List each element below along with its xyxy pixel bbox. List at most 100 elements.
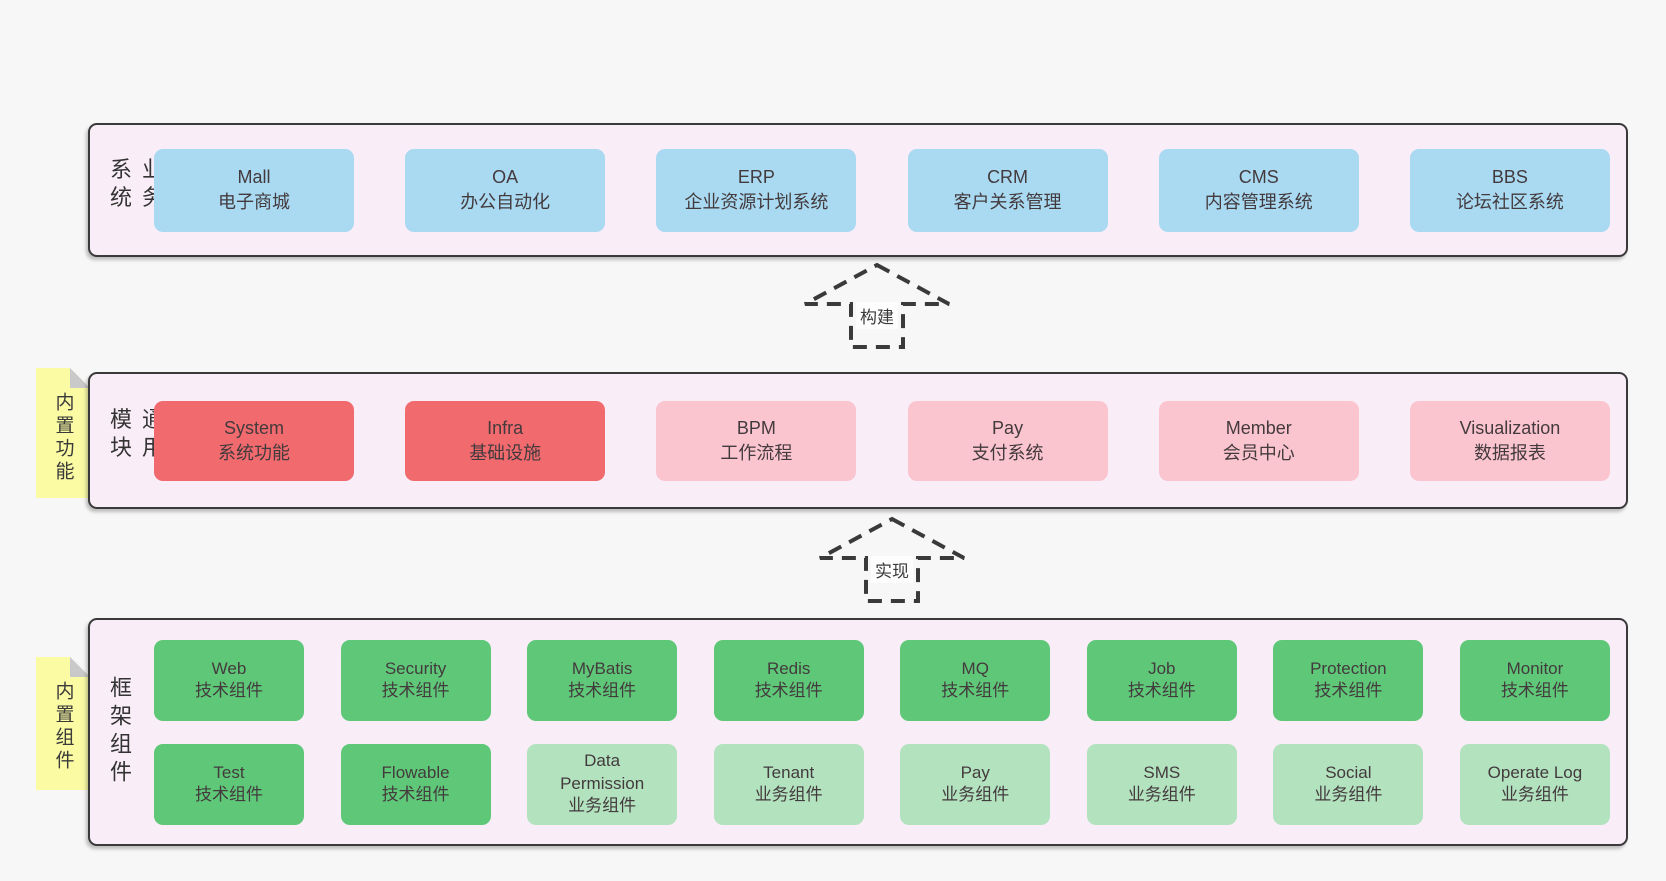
box-mq: MQ 技术组件 [900,639,1051,721]
section-side-label: 框架组件 [107,676,132,788]
box-erp: ERP 企业资源计划系统 [656,148,857,232]
box-title: OA [492,167,519,188]
box-title: Infra [487,417,524,438]
box-title: Redis [766,658,811,678]
folded-corner-icon [70,657,90,677]
framework-boxes: Web 技术组件 Security 技术组件 MyBatis 技术组件 Redi… [154,620,1610,844]
box-subtitle: 内容管理系统 [1204,192,1313,212]
box-mall: Mall 电子商城 [154,148,354,232]
business-boxes: Mall 电子商城 OA 办公自动化 ERP 企业资源计划系统 CRM 客户关系… [154,125,1610,255]
box-subtitle: 技术组件 [568,681,637,700]
box-infra: Infra 基础设施 [405,400,606,481]
box-subtitle: 电子商城 [218,192,290,212]
box-title: Tenant [763,762,815,782]
box-subtitle: 会员中心 [1222,442,1295,463]
box-subtitle: 业务组件 [1127,785,1196,804]
box-title: System [223,417,284,438]
box-subtitle: 论坛社区系统 [1455,192,1564,212]
box-pay-module: Pay 支付系统 [907,400,1108,481]
box-title: Test [213,762,245,782]
box-sms: SMS 业务组件 [1086,743,1237,825]
box-job: Job 技术组件 [1086,639,1237,721]
dashed-up-arrow-icon [804,262,950,349]
box-subtitle: 企业资源计划系统 [684,192,829,212]
section-business-systems: 业务系统 Mall 电子商城 OA 办公自动化 ERP 企业资源计划系统 CRM… [88,123,1628,257]
box-subtitle: 业务组件 [1314,785,1383,804]
build-arrow: 构建 [802,262,952,350]
box-title: MQ [961,658,989,678]
box-subtitle: 技术组件 [195,681,263,700]
sticky-label: 内置功能 [52,392,74,484]
box-subtitle: 技术组件 [754,681,823,700]
box-subtitle: 技术组件 [195,785,263,804]
box-subtitle: 业务组件 [941,785,1010,804]
box-subtitle: 业务组件 [754,785,823,804]
box-title: CRM [987,167,1029,188]
sticky-label: 内置组件 [52,681,74,773]
box-title: Security [384,658,447,678]
box-title: Monitor [1506,658,1564,678]
box-title: Operate Log [1487,762,1583,782]
box-bpm: BPM 工作流程 [656,400,857,481]
box-visualization: Visualization 数据报表 [1409,400,1610,481]
box-title: Member [1225,417,1292,438]
sticky-built-in-components: 内置组件 [36,657,90,790]
box-cms: CMS 内容管理系统 [1158,148,1359,232]
box-subtitle: 办公自动化 [460,192,551,212]
box-bbs: BBS 论坛社区系统 [1409,148,1610,232]
box-social: Social 业务组件 [1273,743,1424,825]
module-boxes: System 系统功能 Infra 基础设施 BPM 工作流程 Pay 支付系统… [154,374,1610,507]
box-title: Flowable [381,762,450,782]
box-member: Member 会员中心 [1158,400,1359,481]
box-protection: Protection 技术组件 [1273,639,1424,721]
box-title: Protection [1310,658,1387,678]
box-subtitle: 支付系统 [971,442,1044,463]
box-redis: Redis 技术组件 [713,639,864,721]
box-title: Pay [960,762,990,782]
box-monitor: Monitor 技术组件 [1459,639,1610,721]
box-title: MyBatis [571,658,633,678]
box-subtitle: 业务组件 [1500,785,1569,804]
build-arrow-label: 构建 [856,302,898,329]
box-system: System 系统功能 [154,400,354,481]
box-title: Web [211,658,247,678]
box-subtitle: 工作流程 [720,442,793,463]
box-title: ERP [737,167,775,188]
box-subtitle: 业务组件 [568,796,637,816]
box-crm: CRM 客户关系管理 [907,148,1108,232]
box-title: CMS [1238,167,1279,188]
box-title: Pay [992,417,1024,438]
framework-row-2: Test 技术组件 Flowable 技术组件 Data Permission … [154,743,1610,825]
box-flowable: Flowable 技术组件 [340,743,491,825]
box-security: Security 技术组件 [340,639,491,721]
box-subtitle: 客户关系管理 [953,192,1062,212]
box-subtitle: 技术组件 [1127,681,1196,700]
box-title: Visualization [1459,417,1561,438]
box-web: Web 技术组件 [154,639,304,721]
box-subtitle: 数据报表 [1473,442,1546,463]
section-common-modules: 通用模块 System 系统功能 Infra 基础设施 BPM 工作流程 Pay… [88,372,1628,509]
box-oa: OA 办公自动化 [405,148,606,232]
box-title: SMS [1143,762,1181,782]
box-title: Social [1325,762,1372,782]
box-pay-component: Pay 业务组件 [900,743,1051,825]
box-data-permission: Data Permission 业务组件 [527,743,678,825]
section-framework-components: 框架组件 Web 技术组件 Security 技术组件 MyBatis 技术组件… [88,618,1628,846]
box-tenant: Tenant 业务组件 [713,743,864,825]
box-title: BBS [1491,167,1528,188]
dashed-up-arrow-icon [819,516,965,603]
box-title: Data Permission [560,751,645,793]
box-title: BPM [736,417,776,438]
box-subtitle: 技术组件 [941,681,1010,700]
box-operate-log: Operate Log 业务组件 [1459,743,1610,825]
box-subtitle: 系统功能 [218,442,290,463]
box-title: Mall [237,167,271,188]
sticky-built-in-features: 内置功能 [36,368,90,498]
box-test: Test 技术组件 [154,743,304,825]
framework-row-1: Web 技术组件 Security 技术组件 MyBatis 技术组件 Redi… [154,639,1610,721]
box-subtitle: 技术组件 [381,785,450,804]
implement-arrow: 实现 [817,516,967,604]
box-subtitle: 技术组件 [1500,681,1569,700]
box-subtitle: 基础设施 [469,442,542,463]
